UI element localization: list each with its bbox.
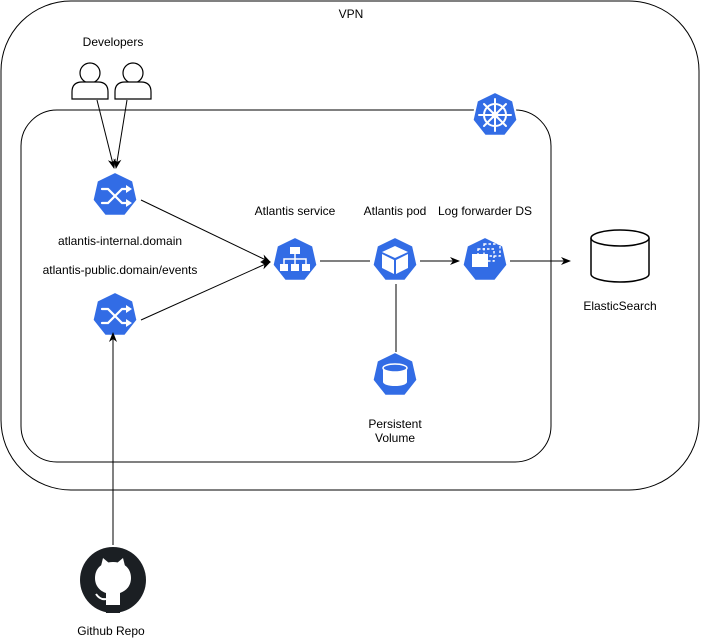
- pod-label: Atlantis pod: [363, 204, 427, 218]
- ingress-icon: [91, 171, 139, 217]
- kubernetes-helm-icon: [471, 91, 519, 137]
- github-label: Github Repo: [77, 624, 145, 638]
- user-icon: [114, 62, 152, 100]
- pv-label-line2: Volume: [374, 431, 416, 445]
- database-icon: [590, 229, 650, 283]
- internal-ingress-label: atlantis-internal.domain: [57, 234, 183, 248]
- public-ingress-label: atlantis-public.domain/events: [42, 263, 198, 277]
- developer-to-ingress-edge: [96, 99, 116, 169]
- vpn-boundary: [0, 0, 700, 491]
- persistent-volume-icon: [371, 351, 419, 397]
- pv-label-line1: Persistent: [368, 417, 422, 431]
- ingress-icon: [91, 291, 139, 337]
- service-label: Atlantis service: [254, 204, 336, 218]
- internal-ingress-to-service-edge: [140, 199, 271, 263]
- service-icon: [271, 236, 319, 282]
- log-forwarder-label: Log forwarder DS: [437, 204, 533, 218]
- elasticsearch-label: ElasticSearch: [583, 299, 657, 313]
- developer-to-ingress-edge: [113, 99, 128, 169]
- public-ingress-to-service-edge: [140, 261, 271, 321]
- vpn-label: VPN: [338, 7, 364, 21]
- github-icon: [80, 547, 146, 613]
- pod-icon: [371, 236, 419, 282]
- cluster-boundary: [20, 109, 552, 463]
- developers-label: Developers: [82, 35, 144, 49]
- user-icon: [71, 62, 109, 100]
- daemonset-icon: [461, 236, 509, 282]
